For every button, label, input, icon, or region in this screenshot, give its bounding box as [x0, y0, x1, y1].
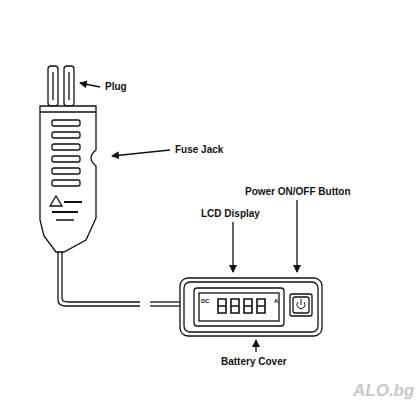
watermark: ALO.bg [352, 382, 415, 401]
part-label: Battery Cover [220, 356, 288, 367]
lcd-unit: A [273, 298, 279, 305]
part-label: Power ON/OFF Button [244, 186, 352, 197]
part-label: Plug [104, 81, 128, 92]
part-label: Fuse Jack [174, 144, 224, 155]
part-label: LCD Display [200, 208, 261, 219]
lcd-unit: DC [200, 298, 211, 305]
